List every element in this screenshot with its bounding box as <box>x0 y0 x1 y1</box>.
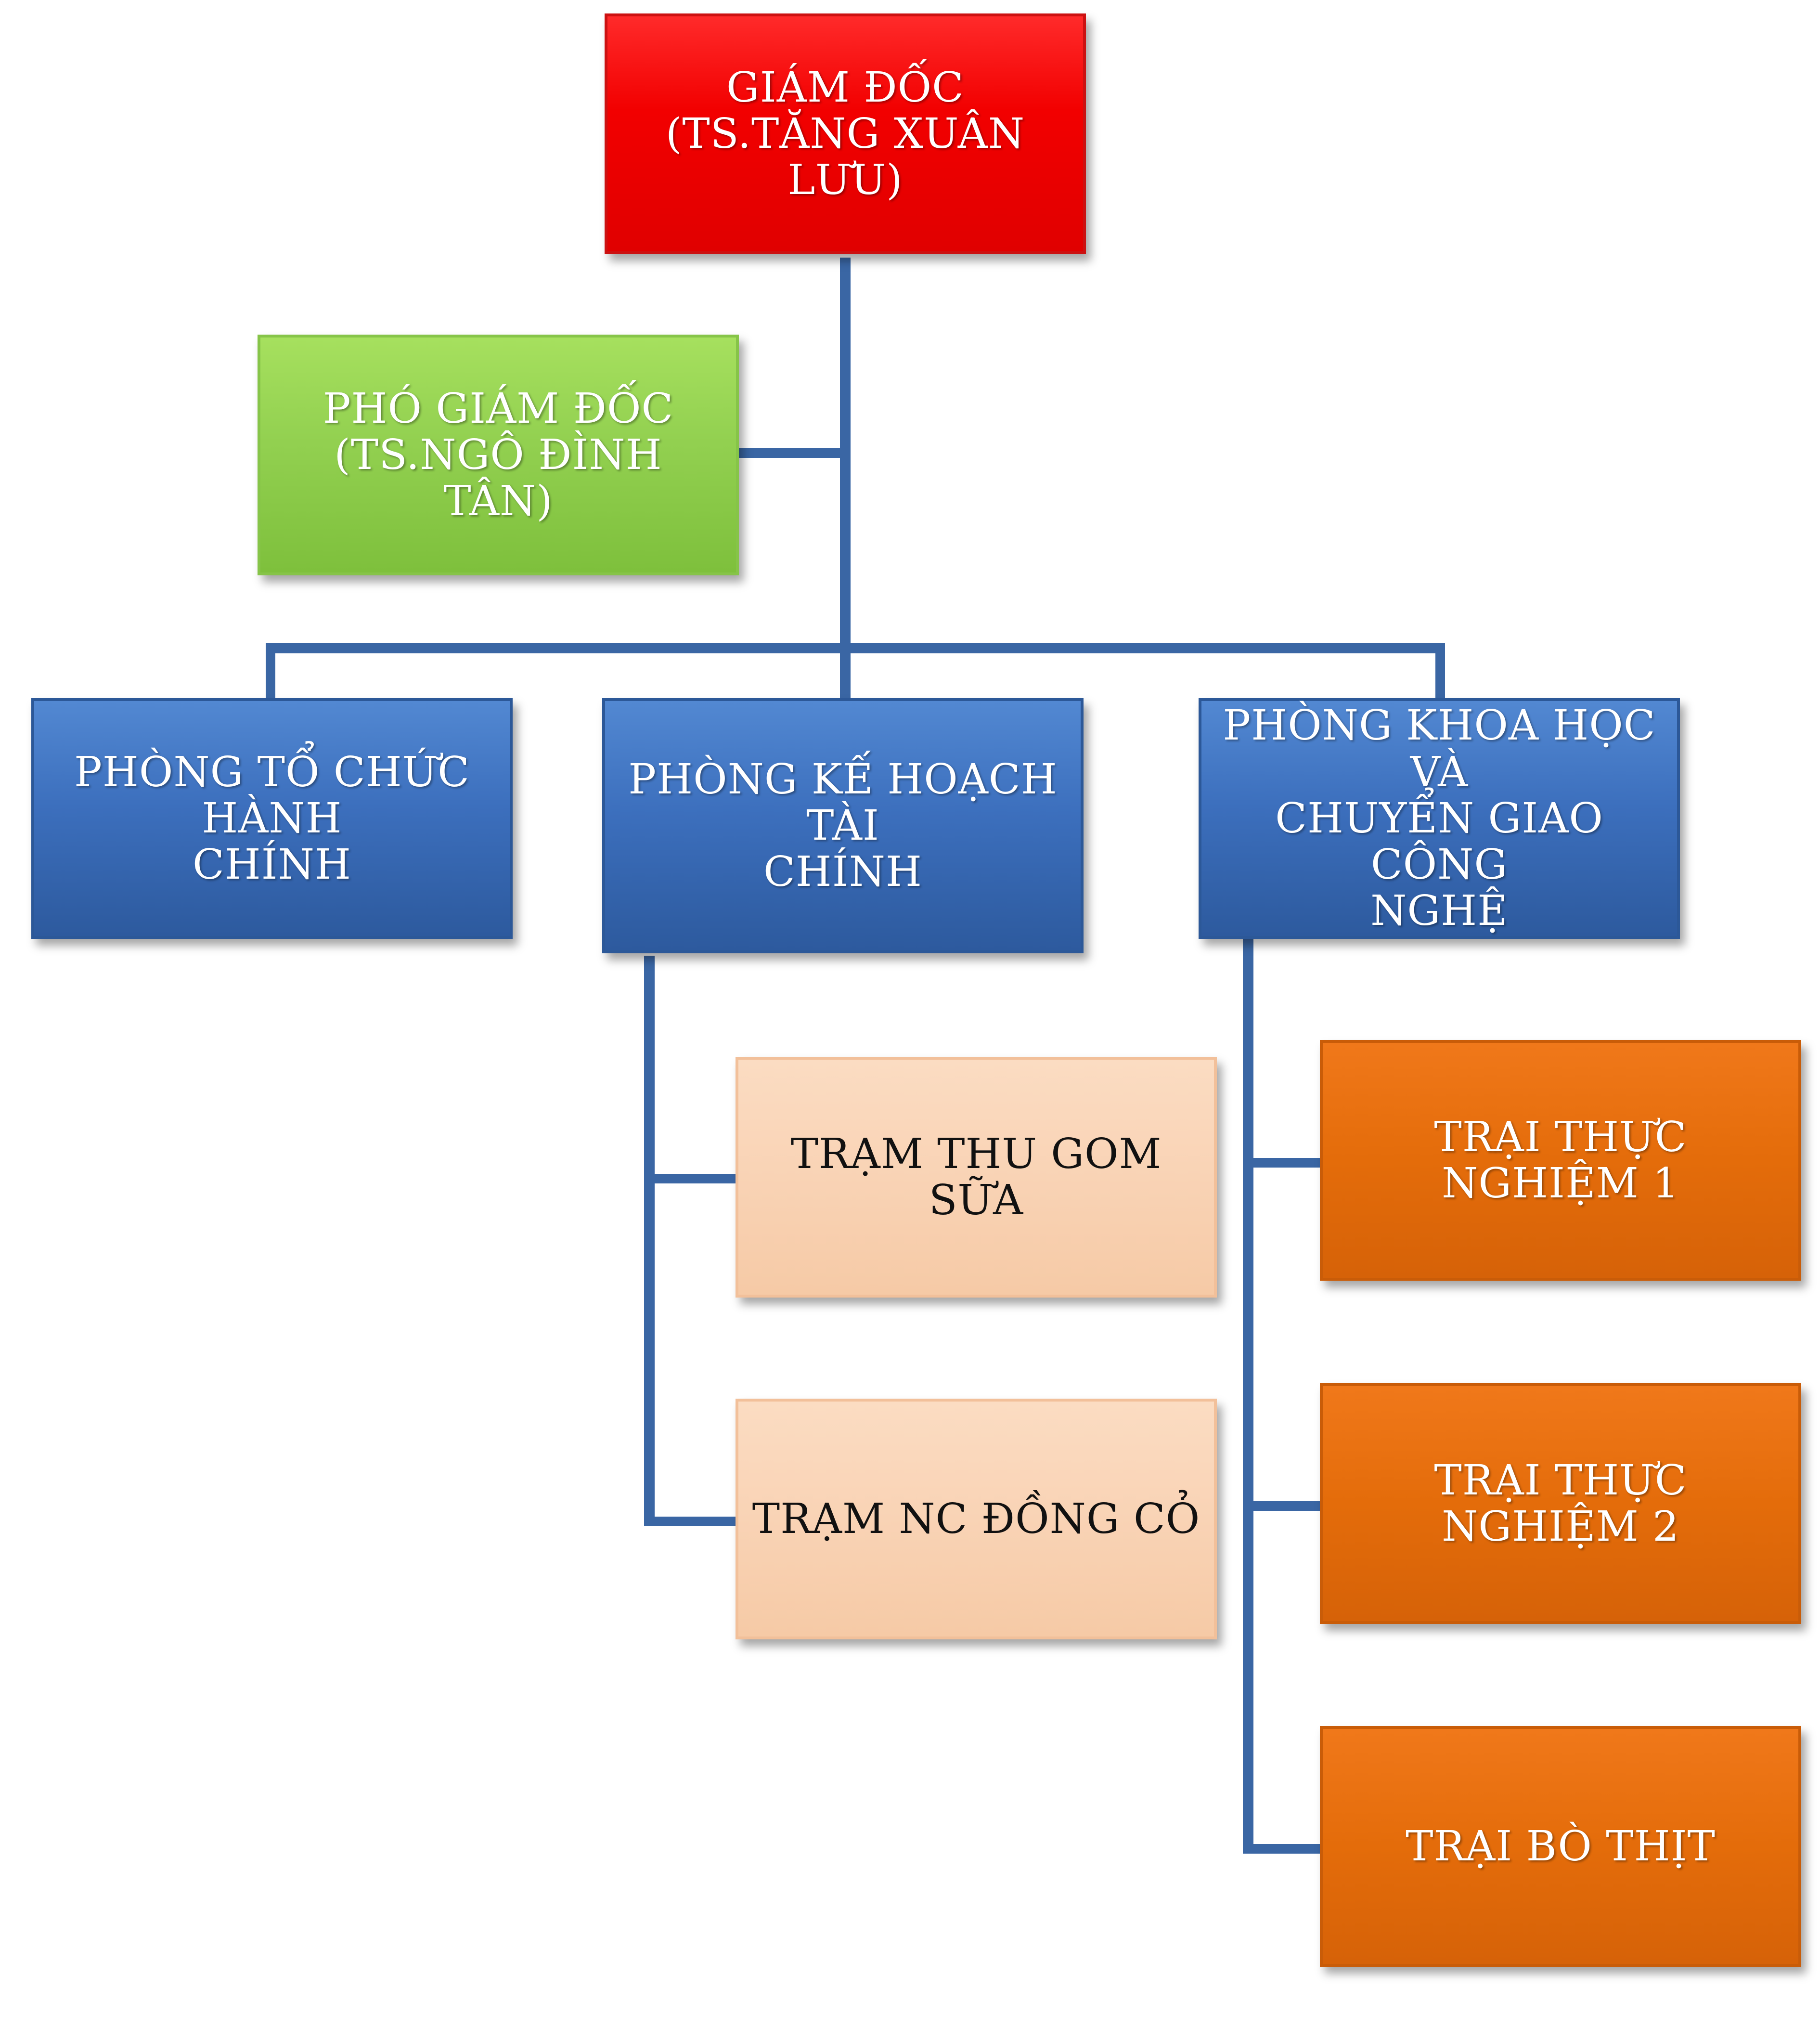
department-label: PHÒNG KHOA HỌC VÀ CHUYỂN GIAO CÔNG NGHỆ <box>1223 701 1656 935</box>
department-label: PHÒNG TỔ CHỨC HÀNH CHÍNH <box>74 748 470 889</box>
deputy-director-label: PHÓ GIÁM ĐỐC (TS.NGÔ ĐÌNH TÂN) <box>323 384 674 526</box>
farm-label: TRẠI THỰC NGHIỆM 1 <box>1434 1113 1687 1208</box>
department-label: PHÒNG KẾ HOẠCH TÀI CHÍNH <box>628 755 1058 896</box>
connector-farm-3 <box>1243 1844 1320 1854</box>
station-label: TRẠM NC ĐỒNG CỎ <box>752 1494 1200 1543</box>
connector-farm-1 <box>1243 1158 1320 1168</box>
deputy-director-box: PHÓ GIÁM ĐỐC (TS.NGÔ ĐÌNH TÂN) <box>258 335 739 575</box>
connector-station-2 <box>644 1517 736 1526</box>
connector-station-1 <box>644 1174 736 1183</box>
connector-department-bus <box>266 643 1445 653</box>
connector-department-1-drop <box>266 643 275 701</box>
director-box: GIÁM ĐỐC (TS.TĂNG XUÂN LƯU) <box>605 13 1086 254</box>
connector-department-3-drop <box>1435 643 1445 701</box>
connector-deputy <box>739 448 847 458</box>
connector-farm-2 <box>1243 1501 1320 1511</box>
department-box-science-technology-transfer: PHÒNG KHOA HỌC VÀ CHUYỂN GIAO CÔNG NGHỆ <box>1199 698 1680 939</box>
director-label: GIÁM ĐỐC (TS.TĂNG XUÂN LƯU) <box>665 63 1025 205</box>
connector-director-trunk <box>840 258 851 700</box>
station-box-milk-collection: TRẠM THU GOM SỮA <box>736 1057 1217 1298</box>
connector-farms-trunk <box>1243 939 1253 1854</box>
station-label: TRẠM THU GOM SỮA <box>790 1130 1162 1224</box>
station-box-grassland: TRẠM NC ĐỒNG CỎ <box>736 1399 1217 1639</box>
department-box-organization-administration: PHÒNG TỔ CHỨC HÀNH CHÍNH <box>31 698 513 939</box>
farm-label: TRẠI BÒ THỊT <box>1406 1822 1716 1870</box>
farm-box-experimental-1: TRẠI THỰC NGHIỆM 1 <box>1320 1040 1801 1281</box>
department-box-planning-finance: PHÒNG KẾ HOẠCH TÀI CHÍNH <box>602 698 1084 953</box>
farm-box-beef-cattle: TRẠI BÒ THỊT <box>1320 1726 1801 1967</box>
farm-box-experimental-2: TRẠI THỰC NGHIỆM 2 <box>1320 1383 1801 1624</box>
farm-label: TRẠI THỰC NGHIỆM 2 <box>1434 1456 1687 1551</box>
connector-stations-trunk <box>644 956 655 1526</box>
